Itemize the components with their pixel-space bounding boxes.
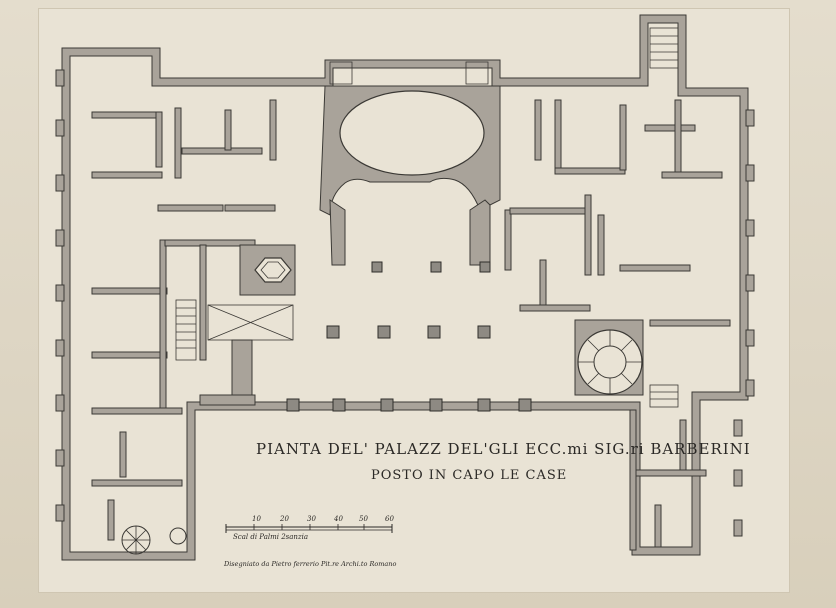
plan-title: PIANTA DEL' PALAZZ DEL'GLI ECC.mi SIG.ri… [256,440,751,458]
plan-subtitle: POSTO IN CAPO LE CASE [371,468,568,483]
top-right-stair [649,27,679,69]
scale-tick-label: 50 [359,515,368,523]
interior-walls [91,99,731,551]
bottom-left-spiral-stair [121,525,187,555]
left-stair-block [164,239,296,406]
scale-label: Scal di Palmi 2sanzia [233,533,309,541]
left-facade-piers [55,69,65,522]
scale-tick-label: 60 [385,515,394,523]
oval-hall [319,61,501,266]
right-oval-stair [574,319,679,408]
portico-piers [286,261,532,412]
scale-bar [225,524,393,533]
engraver-credit: Disegniato da Pietro ferrerio Pit.re Arc… [224,560,397,568]
scale-tick-label: 10 [252,515,261,523]
scale-tick-label: 30 [307,515,316,523]
right-facade-piers [733,109,755,537]
scale-tick-label: 20 [280,515,289,523]
scale-tick-label: 40 [334,515,343,523]
